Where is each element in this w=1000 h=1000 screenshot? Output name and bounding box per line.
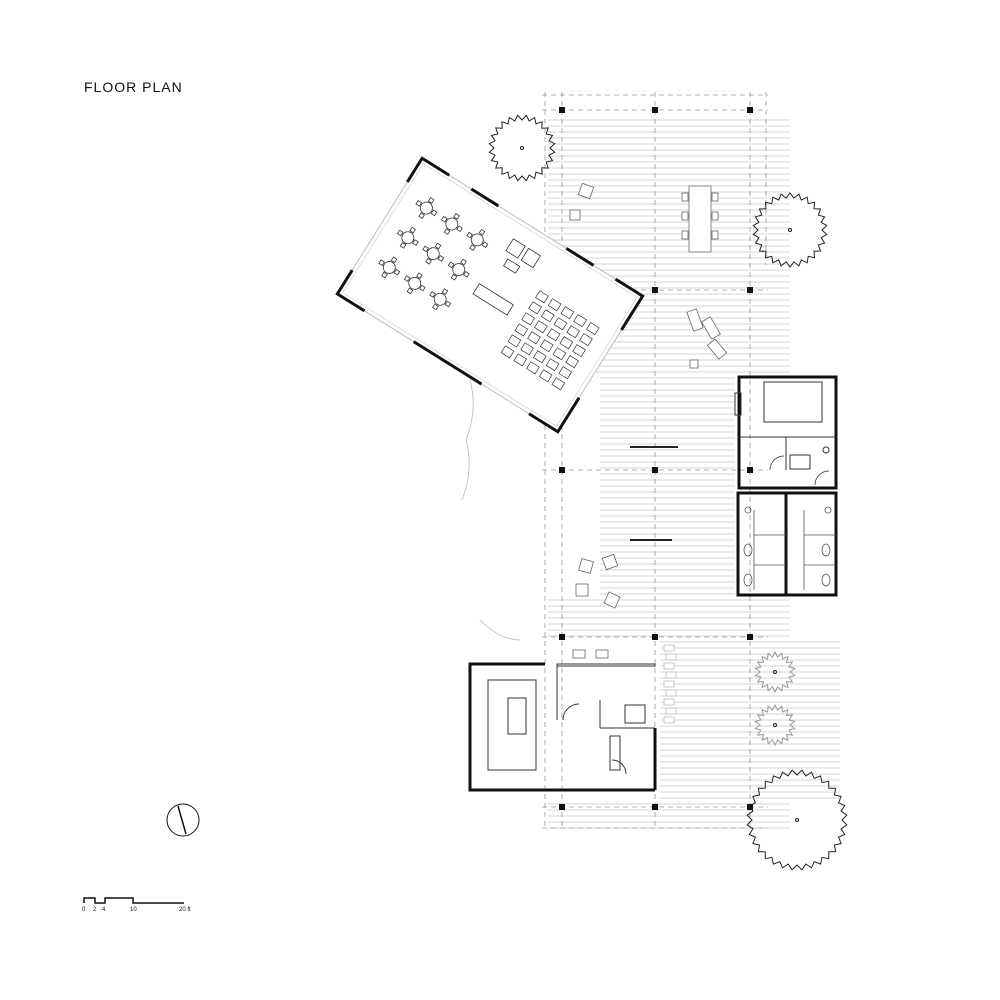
deck-furniture	[569, 182, 728, 659]
north-arrow-icon	[166, 803, 200, 837]
classroom-chair	[540, 309, 555, 323]
tree-icon	[488, 114, 556, 182]
classroom-chair	[560, 306, 575, 320]
trees	[488, 114, 848, 871]
classroom-chair	[579, 333, 593, 347]
column	[652, 467, 658, 473]
column	[559, 634, 565, 640]
classroom-chair	[558, 366, 573, 380]
classroom-chair	[551, 377, 566, 391]
column-grid	[542, 92, 768, 830]
column	[747, 107, 753, 113]
classroom-chair	[520, 342, 534, 356]
service-door	[734, 392, 742, 416]
classroom-chair	[500, 345, 515, 359]
round-table	[433, 292, 447, 306]
classroom-chair	[513, 353, 528, 367]
lower-building	[468, 662, 657, 792]
classroom-chair	[545, 358, 560, 372]
restroom-block	[736, 491, 838, 597]
classroom-chair	[535, 290, 549, 304]
classroom-chair	[539, 339, 554, 353]
classroom-chair	[538, 369, 553, 383]
column	[652, 107, 658, 113]
scale-label-4: 4	[102, 907, 106, 913]
classroom-chair	[526, 361, 540, 375]
round-table	[426, 247, 440, 261]
round-table	[401, 231, 415, 245]
column	[559, 804, 565, 810]
classroom-chair	[559, 336, 574, 350]
classroom-chair	[585, 322, 600, 336]
structural-columns	[559, 107, 753, 810]
stepping-stones	[663, 644, 677, 724]
classroom-chair	[507, 334, 522, 348]
round-table	[419, 201, 433, 215]
column	[747, 634, 753, 640]
column	[747, 467, 753, 473]
round-table	[452, 263, 466, 276]
classroom-chair	[532, 350, 547, 364]
column	[652, 634, 658, 640]
classroom-chair	[521, 312, 536, 326]
long-table	[472, 283, 514, 316]
scale-label-20ft: 20 ft	[179, 907, 191, 913]
ground-vegetation	[461, 379, 521, 641]
office-desk	[624, 704, 646, 724]
lounge-seating	[503, 238, 542, 274]
column	[559, 107, 565, 113]
tree-icon	[754, 650, 796, 694]
column	[652, 287, 658, 293]
classroom-chair	[514, 323, 529, 337]
classroom-chair	[527, 331, 541, 345]
round-tables	[378, 197, 489, 311]
rotated-pavilion	[335, 156, 645, 434]
classroom-chair	[546, 328, 561, 342]
kitchen-island	[507, 697, 527, 735]
scale-label-10: 10	[130, 907, 137, 913]
classroom-chair	[565, 355, 579, 369]
tree-icon	[752, 192, 828, 268]
sink-counter	[789, 454, 811, 470]
tree-icon	[754, 703, 796, 747]
scale-label-0: 0	[82, 907, 86, 913]
column	[559, 467, 565, 473]
classroom-chair	[528, 301, 542, 315]
benches	[630, 446, 678, 541]
round-table	[408, 276, 422, 290]
kitchen-counter	[487, 679, 537, 771]
round-table	[445, 217, 459, 231]
classroom-chairs	[500, 290, 600, 391]
tree-icon	[746, 769, 848, 871]
classroom-chair	[547, 298, 562, 312]
classroom-chair	[566, 325, 581, 339]
classroom-chair	[553, 317, 568, 331]
classroom-chair	[552, 347, 567, 361]
column	[747, 287, 753, 293]
scale-label-2: 2	[93, 907, 97, 913]
classroom-chair	[572, 344, 586, 358]
round-table	[470, 233, 484, 247]
classroom-chair	[534, 320, 548, 334]
scale-bar	[83, 897, 184, 904]
round-table	[382, 261, 396, 274]
service-building-upper	[737, 375, 838, 490]
classroom-chair	[573, 314, 587, 328]
storage-room	[763, 381, 823, 423]
column	[652, 804, 658, 810]
page-title: FLOOR PLAN	[84, 79, 183, 95]
